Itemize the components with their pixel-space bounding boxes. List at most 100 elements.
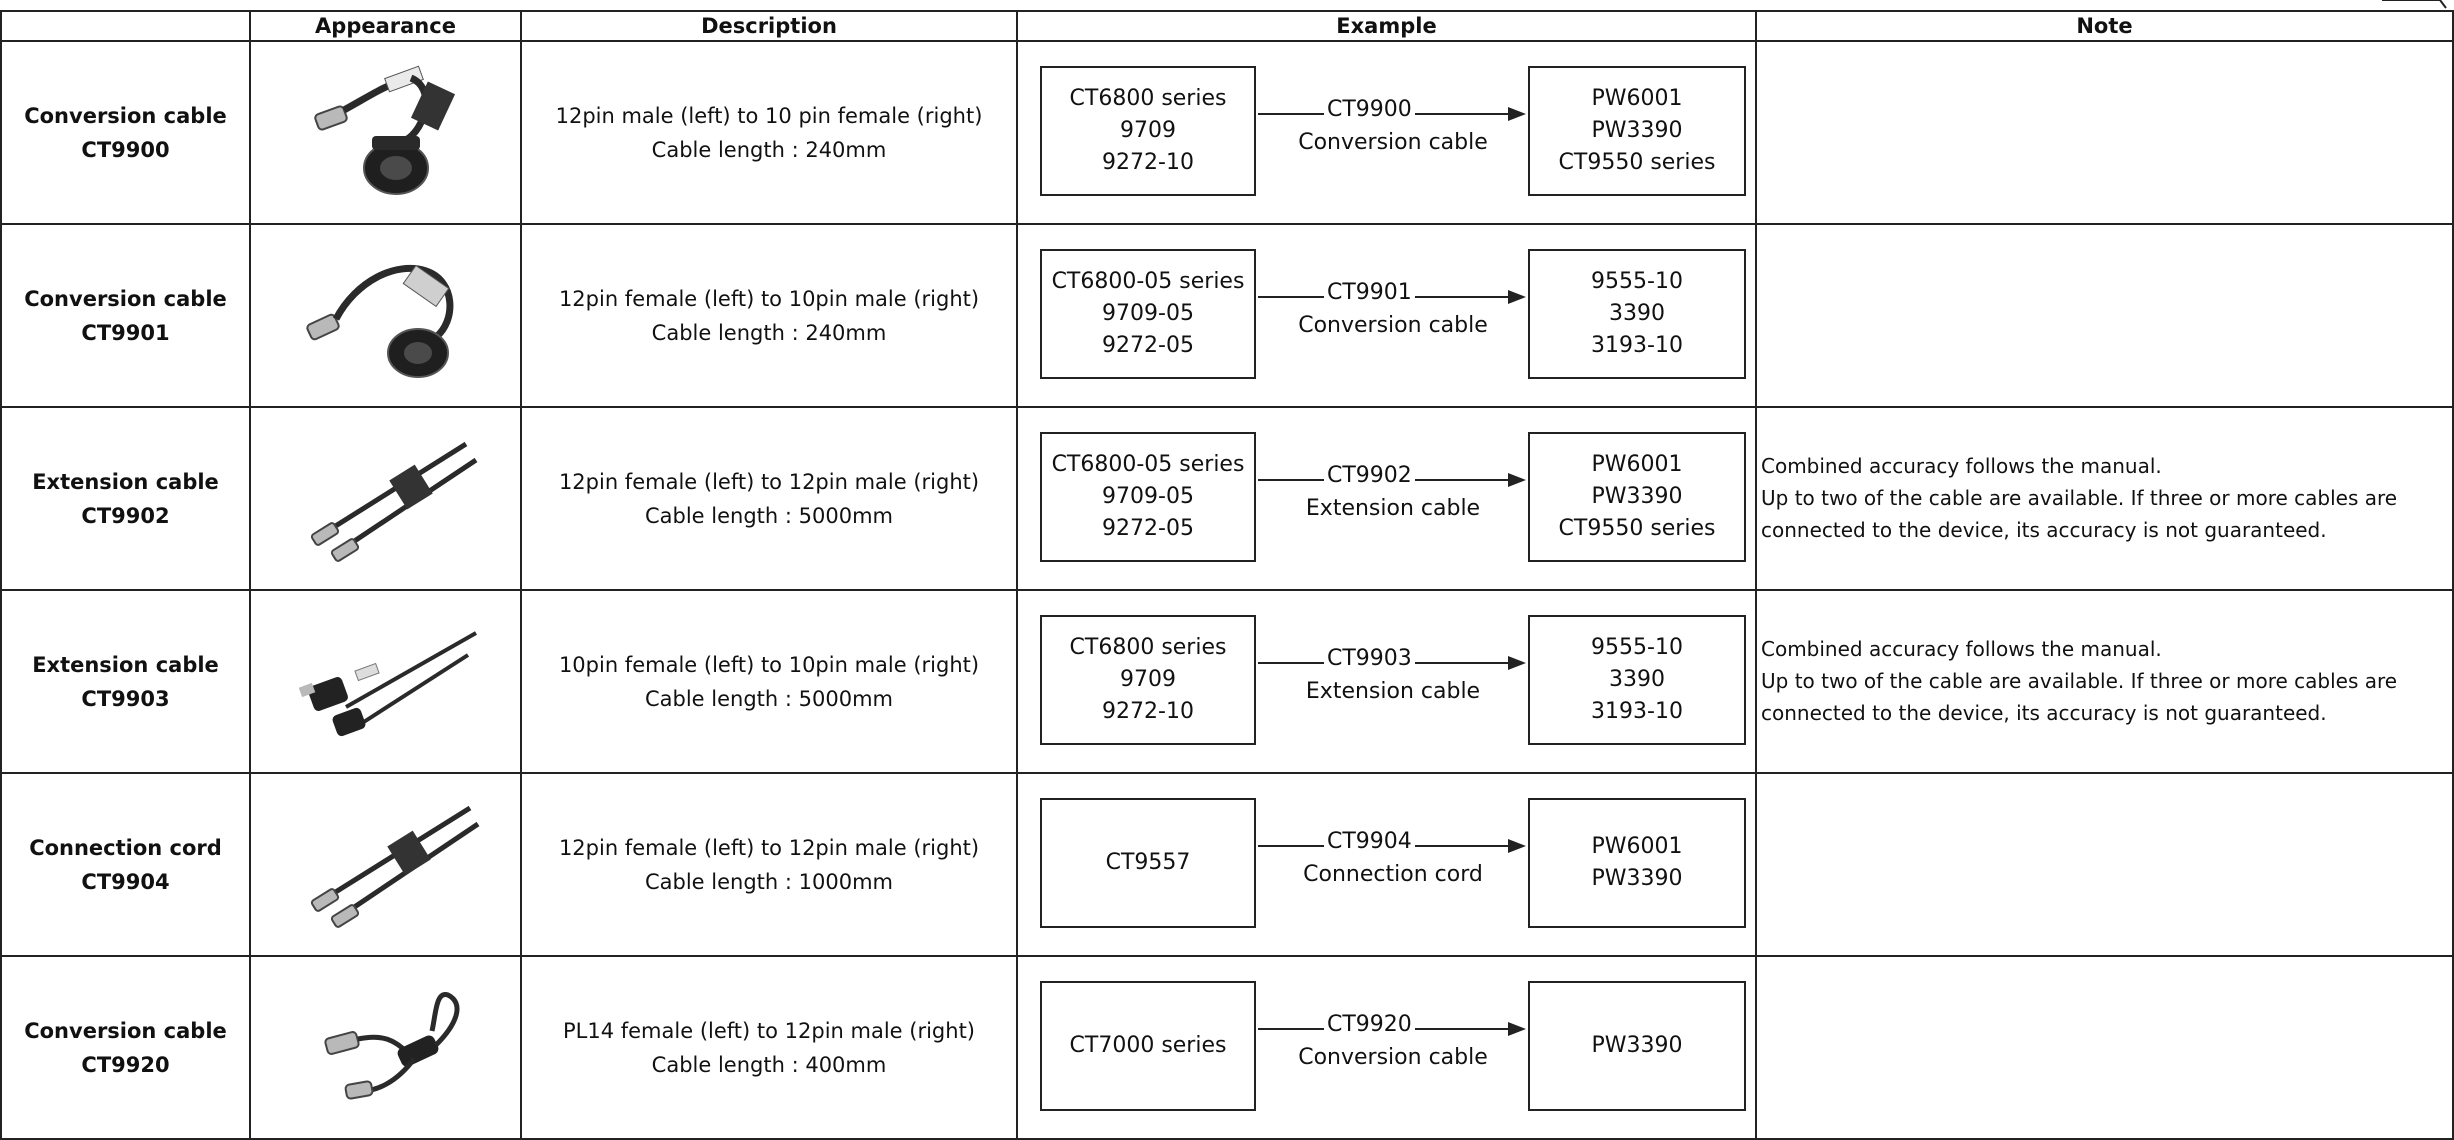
description-length: Cable length : 400mm	[651, 1052, 887, 1077]
arrow-cable-code: CT9900	[1324, 97, 1415, 122]
description-cell: 12pin female (left) to 12pin male (right…	[520, 772, 1018, 957]
example-cell: CT6800-05 series 9709-05 9272-05 CT9901 …	[1016, 223, 1757, 408]
target-devices-box: PW6001 PW3390	[1528, 798, 1746, 928]
appearance-cell	[249, 223, 522, 408]
target-devices-box: PW3390	[1528, 981, 1746, 1111]
arrow-cable-type: Conversion cable	[1298, 313, 1488, 338]
source-device: 9272-05	[1102, 333, 1194, 358]
product-code: CT9903	[81, 686, 170, 711]
product-code: CT9902	[81, 503, 170, 528]
product-name-cell: Extension cable CT9902	[0, 406, 251, 591]
cable-table: Appearance Description Example Note Conv…	[0, 10, 2454, 1140]
note-line: Up to two of the cable are available. If…	[1761, 486, 2398, 510]
product-type: Extension cable	[32, 469, 219, 494]
table-row: Conversion cable CT9901 12pin female (le…	[0, 223, 2454, 408]
description-length: Cable length : 5000mm	[644, 686, 893, 711]
note-cell: Combined accuracy follows the manual. Up…	[1755, 406, 2454, 591]
note-line: Combined accuracy follows the manual.	[1761, 454, 2162, 478]
product-code: CT9904	[81, 869, 170, 894]
description-pins: 12pin female (left) to 12pin male (right…	[558, 469, 980, 494]
product-type: Conversion cable	[24, 286, 227, 311]
cable-photo-icon	[310, 805, 479, 928]
description-cell: 12pin female (left) to 10pin male (right…	[520, 223, 1018, 408]
description-pins: 12pin male (left) to 10 pin female (righ…	[555, 103, 983, 128]
example-cell: CT9557 CT9904 Connection cord PW6001 PW3…	[1016, 772, 1758, 957]
source-devices-box: CT6800-05 series 9709-05 9272-05	[1040, 249, 1256, 379]
source-device: 9272-05	[1102, 516, 1194, 541]
target-device: PW6001	[1591, 834, 1683, 859]
target-device: PW6001	[1591, 452, 1683, 477]
arrow-cable-code: CT9904	[1324, 829, 1415, 854]
product-name-cell: Conversion cable CT9901	[0, 223, 251, 408]
description-length: Cable length : 1000mm	[644, 869, 893, 894]
source-device: 9272-10	[1102, 150, 1194, 175]
source-device: 9709	[1120, 667, 1176, 692]
source-device: 9709-05	[1102, 301, 1194, 326]
note-line: connected to the device, its accuracy is…	[1761, 518, 2327, 542]
source-device: CT6800 series	[1069, 635, 1227, 660]
example-diagram: CT6800-05 series 9709-05 9272-05 CT9902 …	[1018, 408, 1758, 589]
product-type: Conversion cable	[24, 103, 227, 128]
example-cell: CT6800 series 9709 9272-10 CT9900 Conver…	[1016, 40, 1757, 225]
description-length: Cable length : 240mm	[651, 137, 887, 162]
arrow-cable-code: CT9902	[1324, 463, 1415, 488]
product-name-cell: Extension cable CT9903	[0, 589, 251, 774]
description-cell: 12pin male (left) to 10 pin female (righ…	[520, 40, 1018, 225]
appearance-cell	[249, 589, 522, 774]
example-cell: CT6800-05 series 9709-05 9272-05 CT9902 …	[1016, 406, 1758, 591]
header-example: Example	[1016, 10, 1757, 42]
description-cell: 12pin female (left) to 12pin male (right…	[520, 406, 1018, 591]
note-line: Up to two of the cable are available. If…	[1761, 669, 2398, 693]
example-cell: CT7000 series CT9920 Conversion cable PW…	[1016, 955, 1757, 1140]
appearance-cell	[249, 772, 522, 957]
arrow-cable-code: CT9903	[1324, 646, 1415, 671]
target-devices-box: PW6001 PW3390 CT9550 series	[1528, 432, 1746, 562]
example-diagram: CT6800 series 9709 9272-10 CT9903 Extens…	[1018, 591, 1758, 772]
source-device: CT9557	[1105, 850, 1191, 875]
header-blank	[0, 10, 251, 42]
arrow-cable-code: CT9901	[1324, 280, 1415, 305]
note-cell	[1755, 955, 2454, 1140]
table-header-row: Appearance Description Example Note	[0, 10, 2454, 42]
arrow-cable-type: Extension cable	[1305, 496, 1481, 521]
target-devices-box: 9555-10 3390 3193-10	[1528, 615, 1746, 745]
source-device: 9709-05	[1102, 484, 1194, 509]
target-device: PW3390	[1591, 118, 1683, 143]
target-device: PW3390	[1591, 484, 1683, 509]
table-row: Conversion cable CT9900 12pin male (left…	[0, 40, 2454, 225]
source-devices-box: CT6800 series 9709 9272-10	[1040, 66, 1256, 196]
appearance-cell	[249, 406, 522, 591]
description-pins: 10pin female (left) to 10pin male (right…	[558, 652, 980, 677]
target-device: CT9550 series	[1558, 150, 1716, 175]
target-device: 3193-10	[1591, 699, 1683, 724]
product-code: CT9900	[81, 137, 170, 162]
note-line: Combined accuracy follows the manual.	[1761, 637, 2162, 661]
source-device: CT6800 series	[1069, 86, 1227, 111]
product-name-cell: Connection cord CT9904	[0, 772, 251, 957]
description-pins: 12pin female (left) to 10pin male (right…	[558, 286, 980, 311]
product-name-cell: Conversion cable CT9900	[0, 40, 251, 225]
example-diagram: CT9557 CT9904 Connection cord PW6001 PW3…	[1018, 774, 1758, 955]
cable-photo-icon	[298, 630, 477, 736]
arrow-cable-code: CT9920	[1324, 1012, 1415, 1037]
note-line: connected to the device, its accuracy is…	[1761, 701, 2327, 725]
product-type: Connection cord	[29, 835, 222, 860]
cable-photo-icon	[310, 441, 477, 562]
cable-photo-icon	[313, 65, 455, 195]
note-cell	[1755, 772, 2454, 957]
product-type: Conversion cable	[24, 1018, 227, 1043]
description-length: Cable length : 240mm	[651, 320, 887, 345]
arrow-cable-type: Conversion cable	[1298, 1045, 1488, 1070]
target-device: PW3390	[1591, 1033, 1683, 1058]
description-cell: PL14 female (left) to 12pin male (right)…	[520, 955, 1018, 1140]
target-device: 3390	[1609, 301, 1665, 326]
appearance-cell	[249, 955, 522, 1140]
source-devices-box: CT7000 series	[1040, 981, 1256, 1111]
description-pins: 12pin female (left) to 12pin male (right…	[558, 835, 980, 860]
source-device: CT6800-05 series	[1051, 269, 1245, 294]
target-device: 9555-10	[1591, 635, 1683, 660]
note-cell	[1755, 40, 2454, 225]
source-device: CT6800-05 series	[1051, 452, 1245, 477]
target-device: PW6001	[1591, 86, 1683, 111]
